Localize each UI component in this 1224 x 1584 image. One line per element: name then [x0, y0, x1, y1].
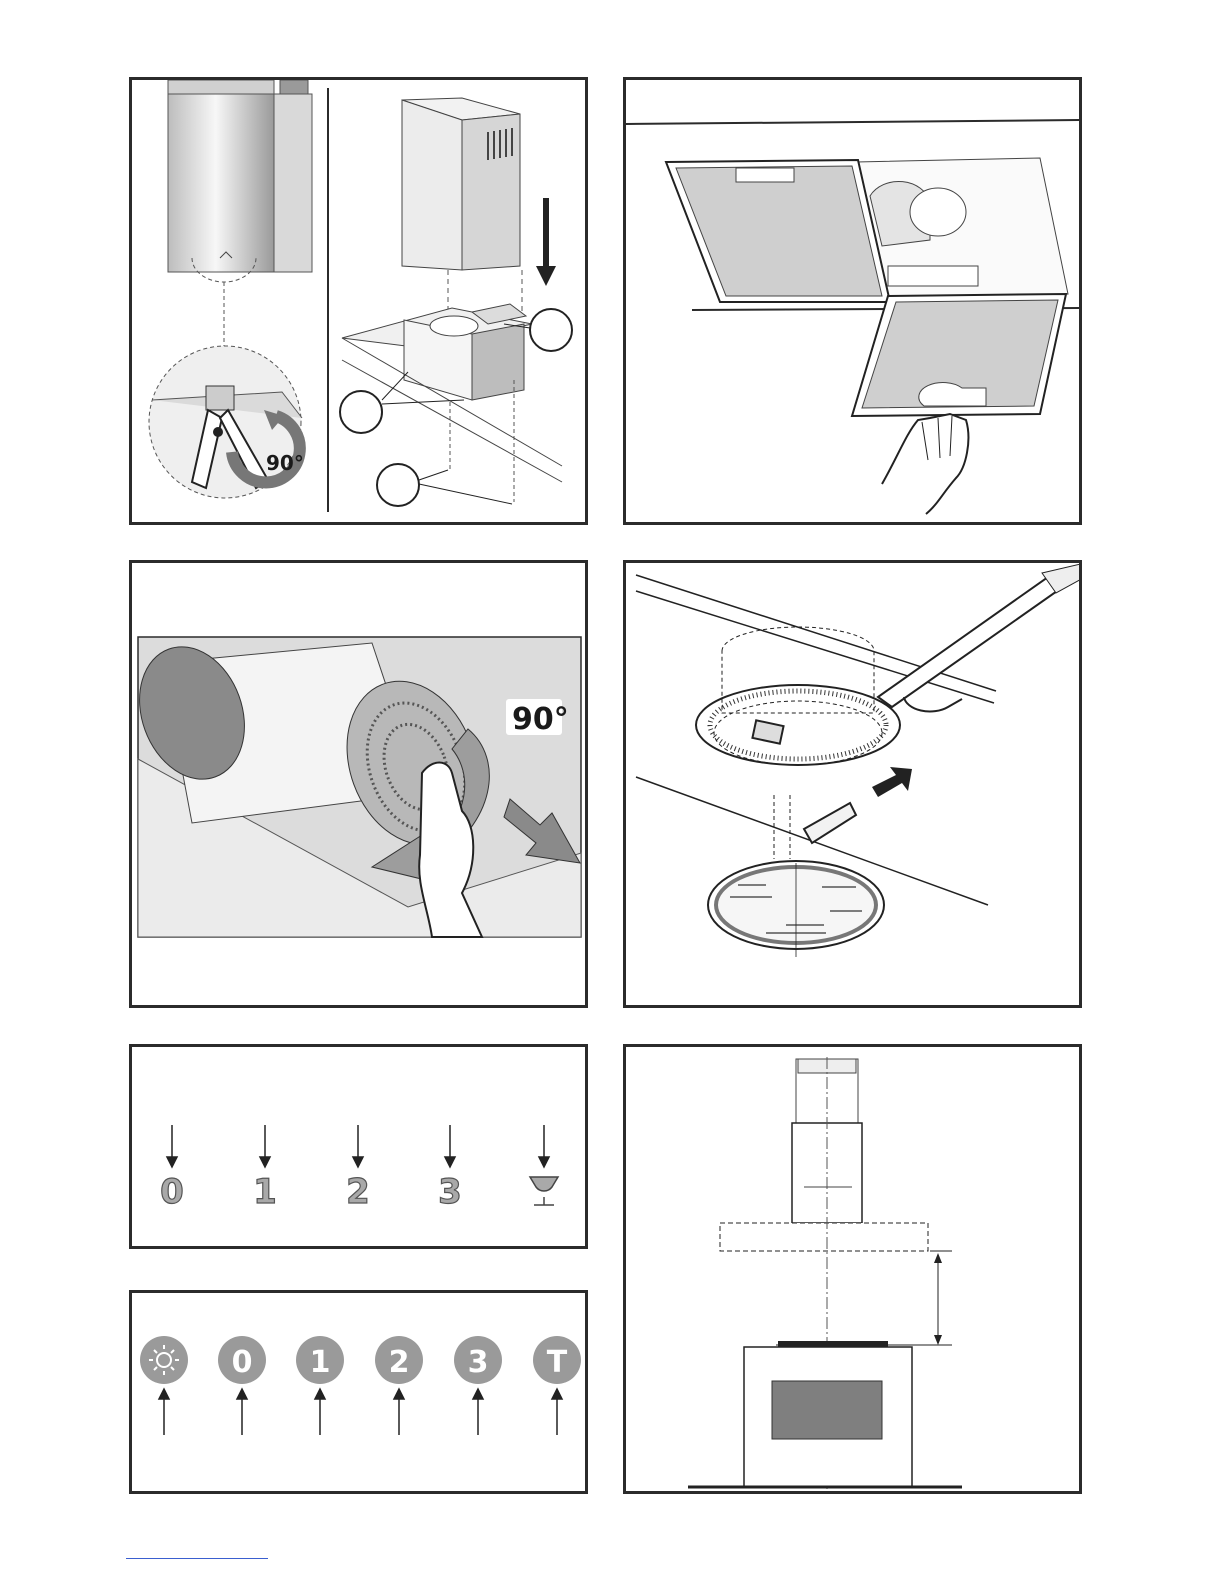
control-label-0: 0 — [160, 1172, 184, 1212]
carbon-filter-illustration: 90° — [132, 563, 588, 1008]
oven-window — [772, 1381, 882, 1439]
mounting-height-illustration — [626, 1047, 1082, 1494]
screwdriver — [878, 577, 1060, 707]
installation-panel: 90° — [129, 77, 588, 525]
grease-filter-illustration — [626, 80, 1082, 525]
button-label-t: T — [547, 1345, 568, 1380]
controls-bottom-illustration: 0 1 2 3 T — [132, 1293, 588, 1494]
hand-illustration — [882, 414, 968, 514]
halogen-bulb — [804, 803, 856, 843]
controls-panel-bottom: 0 1 2 3 T — [129, 1290, 588, 1494]
mounting-height-panel — [623, 1044, 1082, 1494]
sun-light-icon — [140, 1336, 188, 1384]
callout-circle-b — [340, 391, 382, 433]
button-label-0: 0 — [232, 1345, 253, 1380]
button-label-1: 1 — [310, 1345, 331, 1380]
carbon-rotation-label: 90° — [512, 702, 569, 737]
installation-illustration: 90° — [132, 80, 588, 525]
control-label-3: 3 — [438, 1172, 462, 1212]
lamp-panel — [623, 560, 1082, 1008]
callout-circle-a — [530, 309, 572, 351]
callout-circle-c — [377, 464, 419, 506]
hood-light-icon — [530, 1177, 558, 1205]
controls-panel-top: 0 1 2 3 — [129, 1044, 588, 1249]
hood-outline — [720, 1223, 928, 1251]
grease-filter-panel — [623, 77, 1082, 525]
control-label-2: 2 — [346, 1172, 370, 1212]
control-label-1: 1 — [253, 1172, 277, 1212]
carbon-filter-panel: 90° — [129, 560, 588, 1008]
lamp-illustration — [626, 563, 1082, 1008]
rotation-angle-label: 90° — [266, 451, 304, 475]
button-label-3: 3 — [468, 1345, 489, 1380]
footer-rule — [126, 1558, 268, 1559]
controls-top-illustration: 0 1 2 3 — [132, 1047, 588, 1249]
button-label-2: 2 — [389, 1345, 410, 1380]
